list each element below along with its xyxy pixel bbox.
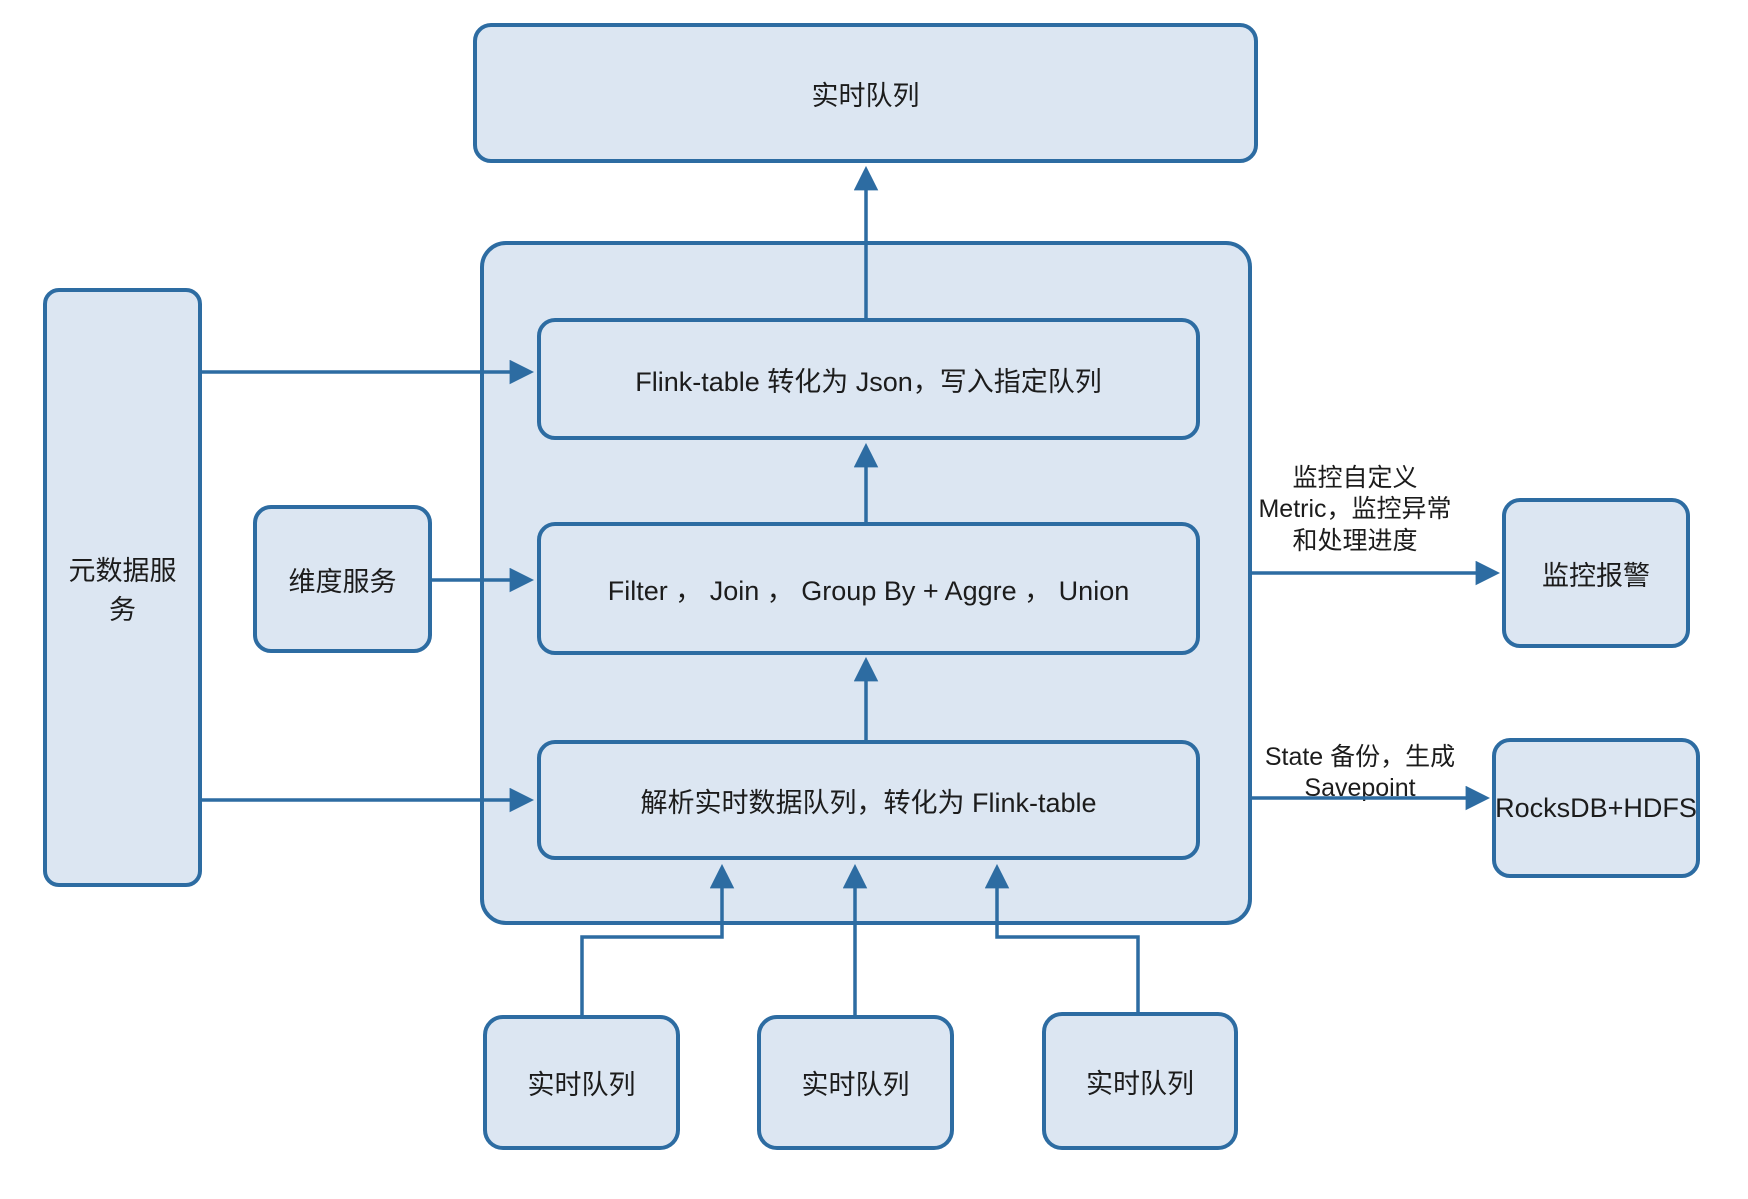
node-pipeline-sink-step-label: Flink-table 转化为 Json，写入指定队列: [635, 366, 1102, 397]
node-source-realtime-queue-2-label: 实时队列: [801, 1070, 910, 1100]
node-source-realtime-queue-3: 实时队列: [1042, 1012, 1238, 1150]
node-rocksdb-hdfs: RocksDB+HDFS: [1492, 738, 1700, 878]
node-metadata-service-label: 元数据服务: [68, 555, 177, 625]
node-rocksdb-hdfs-label: RocksDB+HDFS: [1495, 792, 1697, 823]
node-pipeline-transform-step: Filter ， Join ， Group By + Aggre ， Union: [537, 522, 1200, 655]
node-dimension-service: 维度服务: [253, 505, 432, 653]
edge-label-monitor-metric-line2: Metric，监控异常: [1258, 495, 1452, 524]
edge-label-monitor-metric-line1: 监控自定义: [1292, 464, 1418, 492]
node-monitor-alarm-label: 监控报警: [1542, 560, 1650, 591]
node-metadata-service: 元数据服务: [43, 288, 202, 887]
edge-label-state-backup-line1: State 备份，生成: [1264, 743, 1456, 771]
edge-label-state-backup: State 备份，生成 Savepoint: [1243, 742, 1477, 805]
node-monitor-alarm: 监控报警: [1502, 498, 1690, 648]
edge-label-state-backup-line2: Savepoint: [1304, 774, 1416, 803]
edge-label-monitor-metric-line3: 和处理进度: [1292, 526, 1418, 555]
node-source-realtime-queue-3-label: 实时队列: [1086, 1068, 1194, 1099]
node-source-realtime-queue-1-label: 实时队列: [527, 1070, 636, 1100]
node-dimension-service-label: 维度服务: [288, 566, 397, 597]
node-pipeline-parse-step: 解析实时数据队列，转化为 Flink-table: [537, 740, 1200, 860]
node-output-realtime-queue: 实时队列: [473, 23, 1258, 163]
node-pipeline-parse-step-label: 解析实时数据队列，转化为 Flink-table: [640, 787, 1097, 818]
node-source-realtime-queue-2: 实时队列: [757, 1015, 954, 1150]
edge-label-monitor-metric: 监控自定义 Metric，监控异常 和处理进度: [1238, 463, 1472, 557]
node-pipeline-transform-step-label: Filter ， Join ， Group By + Aggre ， Union: [607, 576, 1130, 606]
node-pipeline-sink-step: Flink-table 转化为 Json，写入指定队列: [537, 318, 1200, 440]
node-output-realtime-queue-label: 实时队列: [811, 80, 920, 111]
node-source-realtime-queue-1: 实时队列: [483, 1015, 680, 1150]
